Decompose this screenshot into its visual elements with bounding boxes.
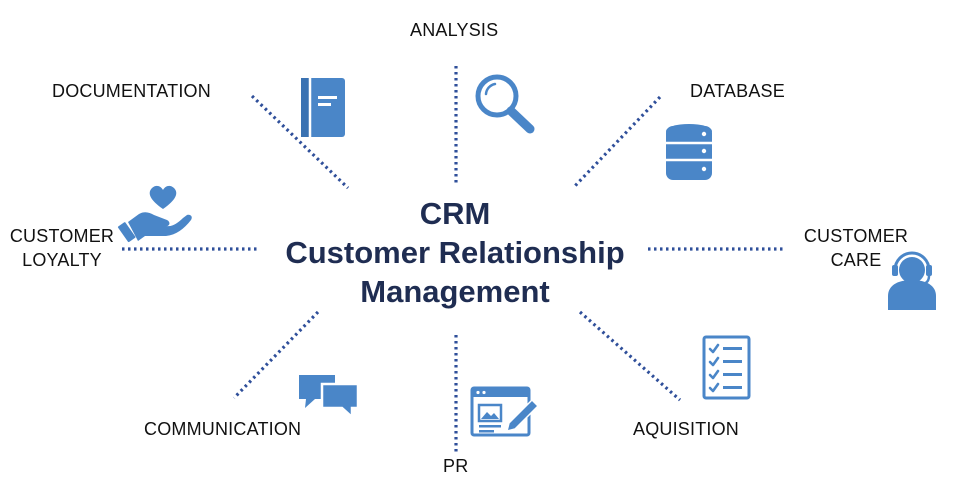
chat-bubbles-icon [299, 375, 360, 420]
magnifier-icon [475, 74, 535, 134]
headset-agent-icon [888, 251, 936, 310]
label-database: DATABASE [690, 81, 785, 101]
label-customer-loyalty: CUSTOMER LOYALTY [5, 224, 119, 272]
label-aquisition: AQUISITION [633, 419, 740, 439]
label-analysis: ANALYSIS [410, 20, 499, 40]
label-customer-care-line2: CARE [830, 250, 882, 270]
database-icon [666, 124, 712, 180]
center-title-crm: CRM [419, 196, 491, 231]
label-pr: PR [443, 456, 469, 476]
label-customer-care: CUSTOMER CARE [799, 224, 913, 272]
connector-aquisition [578, 310, 682, 402]
center-title-line2: Customer Relationship [285, 235, 625, 270]
connector-documentation [250, 94, 350, 190]
label-customer-care-line1: CUSTOMER [803, 226, 909, 246]
label-customer-loyalty-line2: LOYALTY [22, 250, 102, 270]
label-customer-loyalty-line1: CUSTOMER [9, 226, 115, 246]
center-title-line3: Management [360, 274, 550, 309]
label-documentation: DOCUMENTATION [52, 81, 211, 101]
connector-database [571, 95, 662, 190]
web-page-edit-icon [470, 386, 540, 437]
heart-in-hand-icon [117, 185, 192, 243]
notebook-icon [301, 78, 345, 137]
connector-communication [232, 310, 320, 400]
label-communication: COMMUNICATION [144, 419, 302, 439]
checklist-icon [702, 335, 751, 400]
